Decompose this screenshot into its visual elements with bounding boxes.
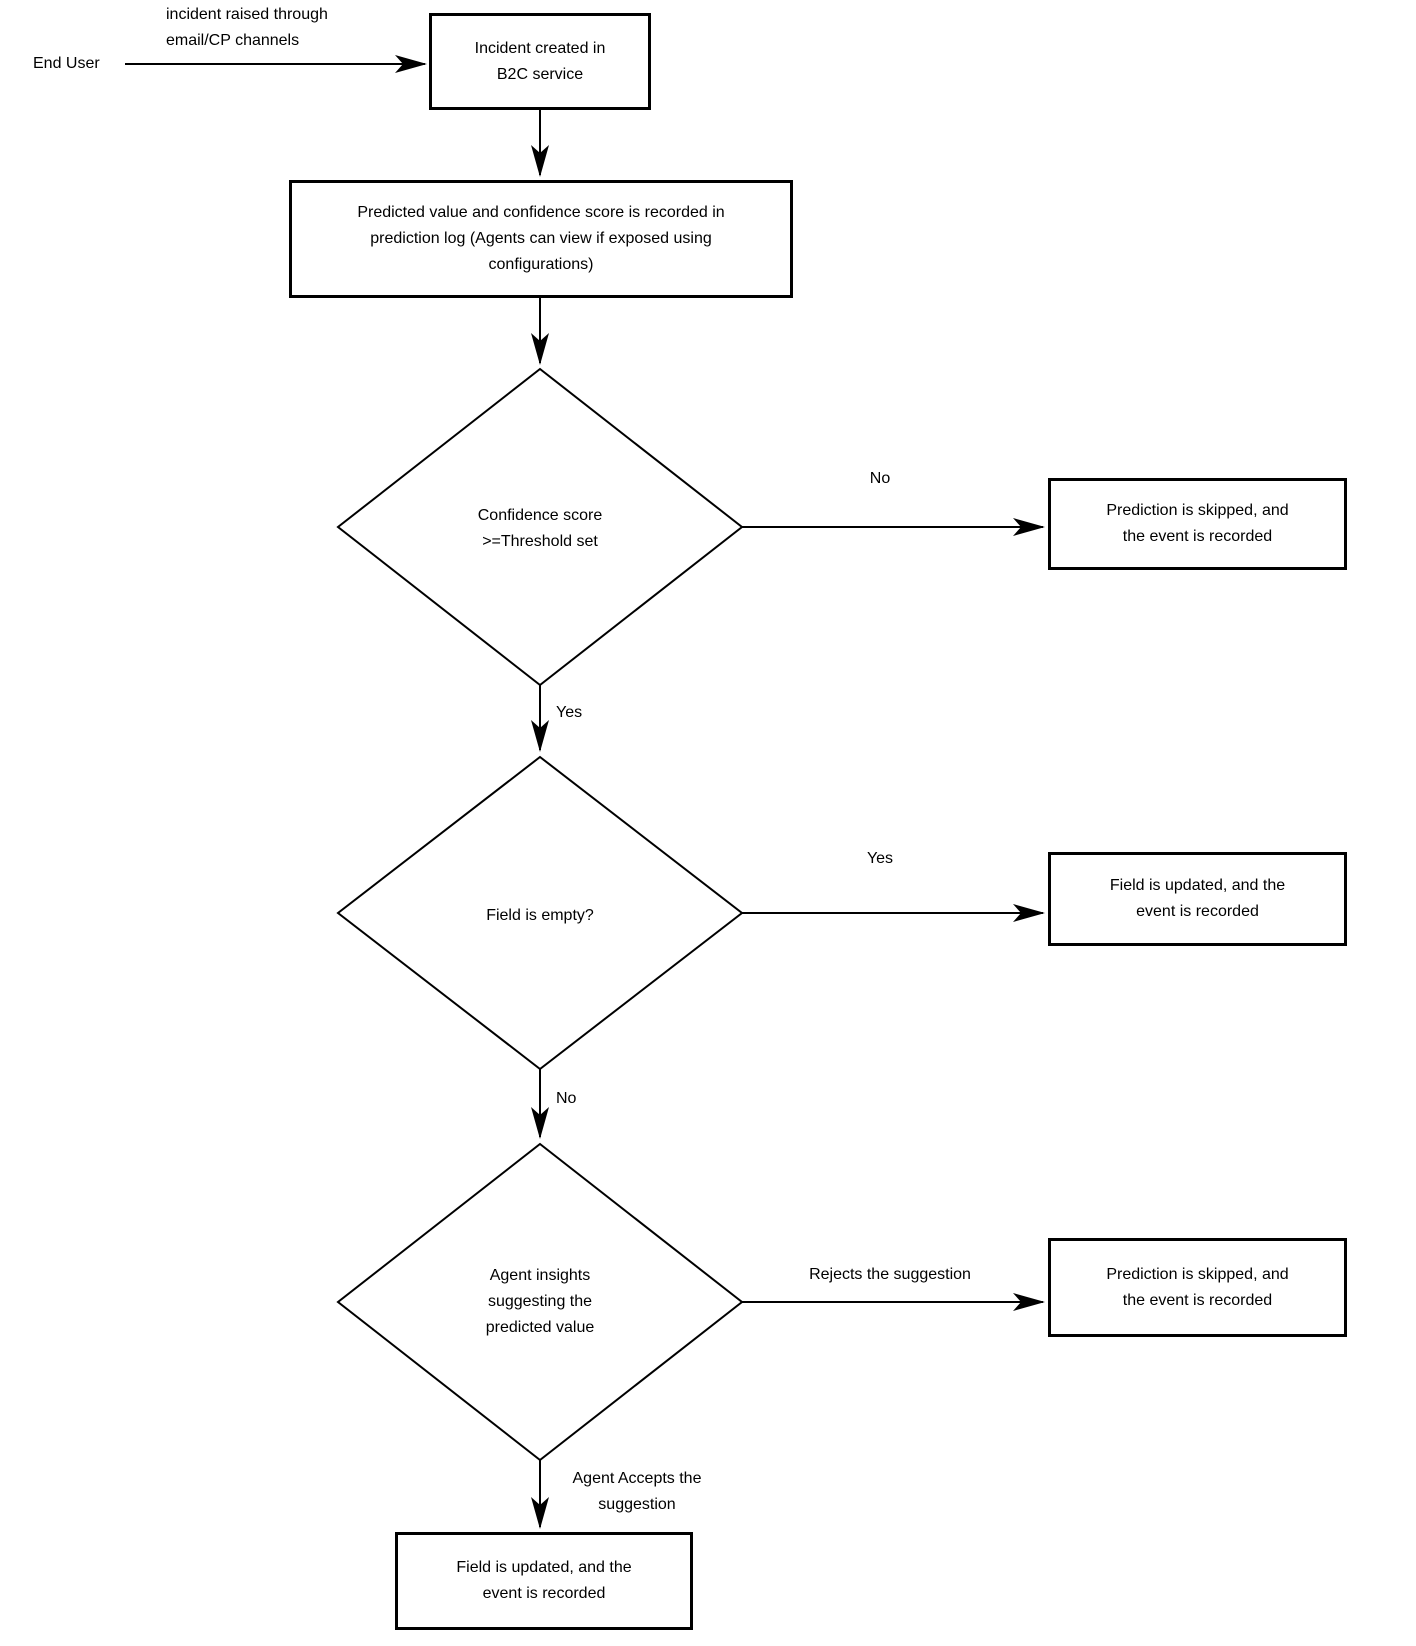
edge-label-confidence-no: No (869, 470, 891, 487)
process-box-field-updated-2: Field is updated, and the event is recor… (395, 1532, 693, 1630)
start-label-end-user: End User (33, 55, 100, 72)
decision-agent-insights-label: Agent insights suggesting the predicted … (485, 1267, 595, 1336)
edge-label-incident-raised: incident raised through email/CP channel… (166, 6, 328, 49)
edge-label-confidence-yes: Yes (556, 704, 583, 721)
edge-label-empty-no: No (556, 1090, 577, 1107)
decision-confidence-label: Confidence score >=Threshold set (477, 507, 603, 550)
process-box-prediction-skipped-1: Prediction is skipped, and the event is … (1048, 478, 1347, 570)
edge-label-accepts: Agent Accepts the suggestion (572, 1470, 702, 1513)
edge-label-empty-yes: Yes (866, 850, 894, 867)
process-box-field-updated-1: Field is updated, and the event is recor… (1048, 852, 1347, 946)
edge-label-rejects: Rejects the suggestion (809, 1266, 971, 1283)
process-box-prediction-skipped-2: Prediction is skipped, and the event is … (1048, 1238, 1347, 1337)
process-box-prediction-log: Predicted value and confidence score is … (289, 180, 793, 298)
process-box-incident-created: Incident created in B2C service (429, 13, 651, 110)
decision-field-empty-label: Field is empty? (486, 907, 594, 924)
